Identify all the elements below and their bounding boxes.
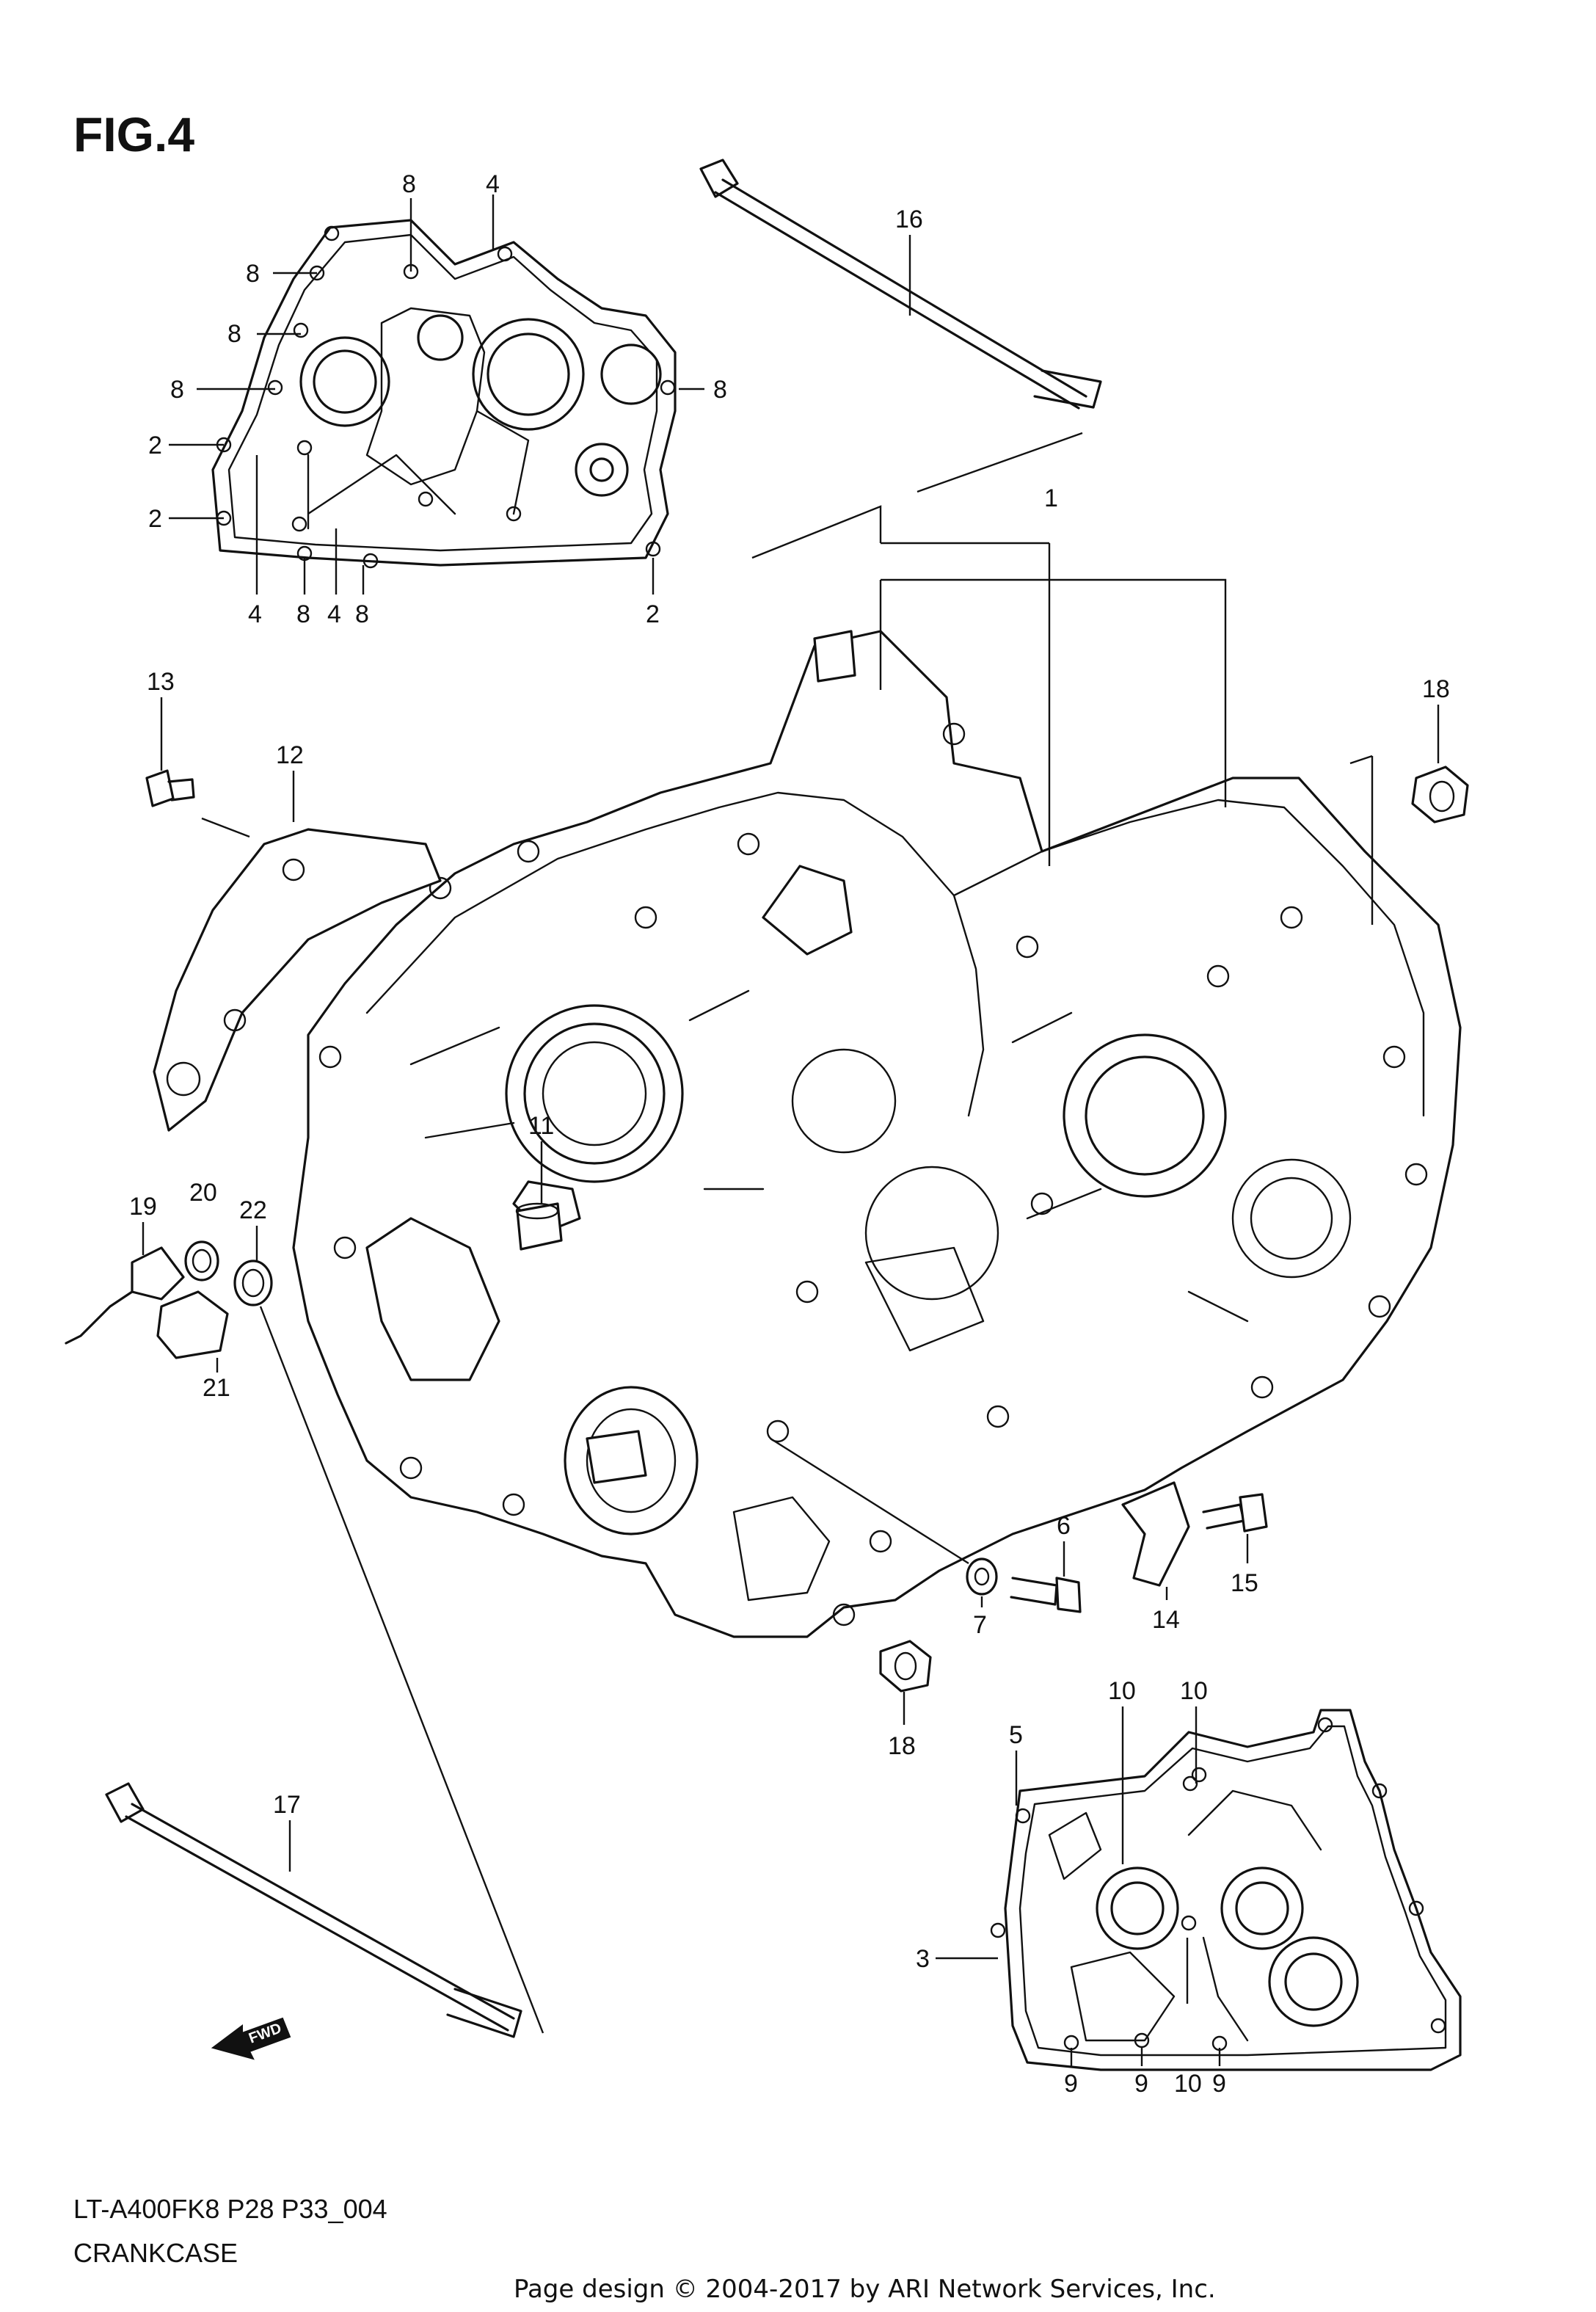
callout-2: 2 xyxy=(646,600,660,628)
callout-20: 20 xyxy=(189,1179,217,1207)
plate-14 xyxy=(1121,1481,1190,1587)
copyright-footer: Page design © 2004-2017 by ARI Network S… xyxy=(514,2275,1216,2304)
nut-18-lower xyxy=(879,1640,932,1693)
callout-12: 12 xyxy=(276,741,304,769)
callout-9: 9 xyxy=(1064,2070,1078,2098)
callout-13: 13 xyxy=(147,668,175,696)
callout-10: 10 xyxy=(1108,1677,1136,1705)
callout-18: 18 xyxy=(888,1732,916,1760)
callout-9: 9 xyxy=(1134,2070,1148,2098)
callout-8: 8 xyxy=(402,170,416,198)
callout-10: 10 xyxy=(1174,2070,1202,2098)
sensor-21 xyxy=(156,1290,229,1359)
figure-title: FIG.4 xyxy=(73,107,194,161)
main-crankcase-assembly xyxy=(292,630,1462,1638)
callout-6: 6 xyxy=(1057,1512,1071,1540)
sensor-19 xyxy=(65,1246,185,1345)
callout-11: 11 xyxy=(528,1112,554,1140)
leader-lines xyxy=(142,195,1440,2066)
callout-22: 22 xyxy=(239,1196,267,1224)
callout-1: 1 xyxy=(1044,484,1058,512)
model-code: LT-A400FK8 P28 P33_004 xyxy=(73,2194,387,2224)
callout-4: 4 xyxy=(248,600,262,628)
dowel-pin-11 xyxy=(515,1202,563,1251)
callout-7: 7 xyxy=(973,1611,987,1639)
crankcase-half-left-detail xyxy=(211,219,677,569)
callout-8: 8 xyxy=(227,320,241,348)
bolt-15 xyxy=(1202,1493,1268,1533)
callout-labels: 1 2 2 2 3 4 4 4 5 6 7 8 8 8 8 8 8 8 9 9 … xyxy=(129,170,1450,2098)
section-name: CRANKCASE xyxy=(73,2238,238,2268)
washer-20 xyxy=(184,1240,219,1282)
callout-14: 14 xyxy=(1152,1606,1180,1634)
callout-8: 8 xyxy=(713,376,727,404)
callout-3: 3 xyxy=(916,1945,930,1973)
callout-8: 8 xyxy=(296,600,310,628)
callout-8: 8 xyxy=(246,260,260,288)
callout-5: 5 xyxy=(1009,1721,1023,1749)
callout-18: 18 xyxy=(1422,675,1450,703)
callout-16: 16 xyxy=(895,206,923,233)
bolt-hole-markers xyxy=(216,225,676,569)
callout-10: 10 xyxy=(1180,1677,1208,1705)
callout-4: 4 xyxy=(327,600,341,628)
through-bolt-17 xyxy=(105,1782,522,2038)
forward-arrow-icon: FWD xyxy=(211,2017,291,2060)
o-ring-22 xyxy=(233,1259,273,1306)
callout-4: 4 xyxy=(486,170,500,198)
callout-17: 17 xyxy=(273,1791,301,1819)
bolt-13 xyxy=(145,769,195,807)
bolt-hole-markers-right xyxy=(990,1717,1446,2051)
callout-2: 2 xyxy=(148,432,162,459)
nut-18-upper xyxy=(1411,766,1469,824)
callout-8: 8 xyxy=(355,600,369,628)
through-bolt-16 xyxy=(699,159,1102,410)
callout-8: 8 xyxy=(170,376,184,404)
crankcase-half-right-detail xyxy=(990,1709,1462,2071)
callout-21: 21 xyxy=(203,1374,230,1402)
callout-19: 19 xyxy=(129,1193,157,1221)
callout-2: 2 xyxy=(148,505,162,533)
case-bolt-holes xyxy=(318,722,1428,1626)
washer-7 xyxy=(966,1557,998,1596)
callout-15: 15 xyxy=(1231,1569,1258,1597)
callout-9: 9 xyxy=(1212,2070,1226,2098)
bracket-12 xyxy=(153,828,442,1132)
bolt-6 xyxy=(1010,1577,1082,1613)
